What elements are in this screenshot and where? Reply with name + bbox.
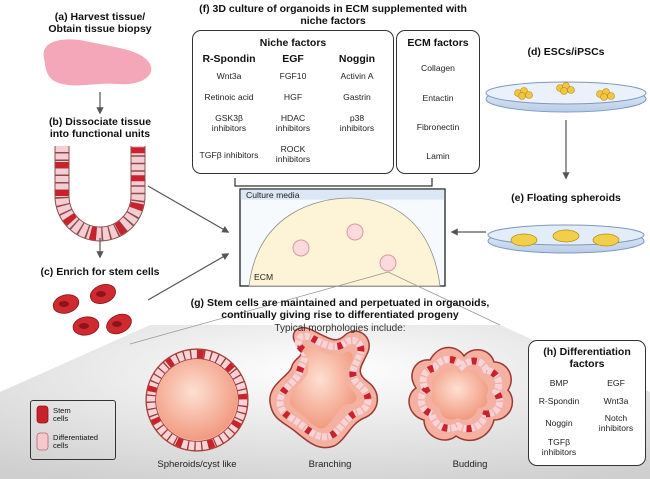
niche-item: GSK3β (215, 113, 243, 123)
step-f-line2: niche factors (300, 15, 366, 27)
diff-item: EGF (607, 378, 625, 388)
step-f-label: (f) 3D culture of organoids in ECM suppl… (170, 3, 496, 27)
legend-stem-line2: cells (53, 414, 69, 423)
dissociated-crypt-unit (54, 146, 146, 242)
legend-stem-label: Stem cells (53, 407, 71, 423)
culture-container (239, 188, 446, 287)
diff-item: inhibitors (598, 423, 634, 433)
floating-spheroids-dish (487, 224, 645, 254)
ecm-label: ECM (254, 272, 274, 282)
diff-item: BMP (549, 378, 569, 388)
niche-item: inhibitors (275, 154, 311, 164)
step-g-line1: (g) Stem cells are maintained and perpet… (190, 297, 490, 309)
niche-item: Wnt3a (216, 71, 242, 81)
step-g-line2: continually giving rise to differentiate… (221, 309, 459, 321)
differentiation-factors-box: (h) Differentiation factors BMP R-Spondi… (528, 340, 646, 466)
step-g-label: (g) Stem cells are maintained and perpet… (170, 297, 510, 321)
morphology-label-branching: Branching (308, 459, 352, 470)
niche-factors-box: Niche factors R-Spondin EGF Noggin Wnt3a… (192, 30, 394, 174)
esc-ipsc-dish (485, 81, 647, 113)
niche-col-header-noggin: Noggin (338, 53, 376, 65)
niche-item: TGFβ inhibitors (199, 150, 259, 160)
ecm-item: Lamin (426, 151, 450, 161)
niche-item: inhibitors (211, 123, 247, 133)
differentiation-title-line1: (h) Differentiation (543, 346, 631, 358)
step-b-line2: into functional units (49, 128, 151, 140)
niche-item: ROCK (280, 144, 306, 154)
ecm-item: Entactin (422, 93, 454, 103)
diff-item: inhibitors (541, 447, 577, 457)
legend-diff-line1: Differentiated (53, 433, 99, 442)
diff-item: TGFβ (547, 437, 571, 447)
step-f-line1: (f) 3D culture of organoids in ECM suppl… (199, 3, 467, 15)
step-d-label: (d) ESCs/iPSCs (527, 46, 605, 58)
niche-item: inhibitors (275, 123, 311, 133)
morphology-label-budding: Budding (452, 459, 488, 470)
diff-item: Wnt3a (603, 396, 629, 406)
niche-item: inhibitors (339, 123, 375, 133)
step-a-line2: Obtain tissue biopsy (48, 23, 152, 35)
morphology-subtitle: Typical morphologies include: (274, 323, 406, 334)
step-b-label: (b) Dissociate tissue into functional un… (20, 116, 180, 140)
diff-item: Notch (604, 413, 628, 423)
legend-swatches (36, 405, 49, 451)
ecm-factors-box: ECM factors Collagen Entactin Fibronecti… (396, 30, 480, 174)
legend-diff-label: Differentiated cells (53, 434, 98, 450)
legend-stem-line1: Stem (53, 406, 71, 415)
step-b-line1: (b) Dissociate tissue (48, 116, 152, 128)
spheroid-organoid (145, 348, 249, 452)
step-c-label: (c) Enrich for stem cells (40, 266, 160, 278)
niche-factors-title: Niche factors (259, 37, 327, 49)
niche-item: p38 (349, 113, 365, 123)
niche-item: HDAC (280, 113, 306, 123)
budding-organoid (408, 346, 514, 441)
enriched-stem-cells (52, 284, 132, 336)
niche-item: Activin A (340, 71, 374, 81)
culture-media-label: Culture media (246, 190, 300, 200)
niche-item: Retinoic acid (204, 92, 254, 102)
legend-diff-line2: cells (53, 441, 69, 450)
diff-item: R-Spondin (538, 396, 580, 406)
differentiation-title-line2: factors (569, 358, 605, 370)
step-e-label: (e) Floating spheroids (511, 192, 621, 204)
cell-legend (30, 400, 116, 460)
ecm-item: Fibronectin (416, 122, 460, 132)
step-a-line1: (a) Harvest tissue/ (54, 11, 146, 23)
zoom-line-left (129, 271, 389, 345)
diff-item: Noggin (545, 418, 573, 428)
ecm-item: Collagen (421, 63, 455, 73)
zoom-line-right (387, 271, 501, 326)
differentiation-title: (h) Differentiation factors (529, 346, 645, 370)
niche-col-header-egf: EGF (282, 53, 304, 65)
niche-item: Gastrin (343, 92, 371, 102)
morphology-label-spheroid: Spheroids/cyst like (157, 459, 237, 470)
ecm-factors-title: ECM factors (407, 37, 469, 49)
niche-item: FGF10 (279, 71, 307, 81)
tissue-biopsy-shape (43, 39, 152, 86)
step-a-label: (a) Harvest tissue/ Obtain tissue biopsy (20, 11, 180, 35)
branching-organoid (269, 327, 378, 449)
niche-item: HGF (283, 92, 303, 102)
niche-col-header-r-spondin: R-Spondin (202, 53, 256, 65)
